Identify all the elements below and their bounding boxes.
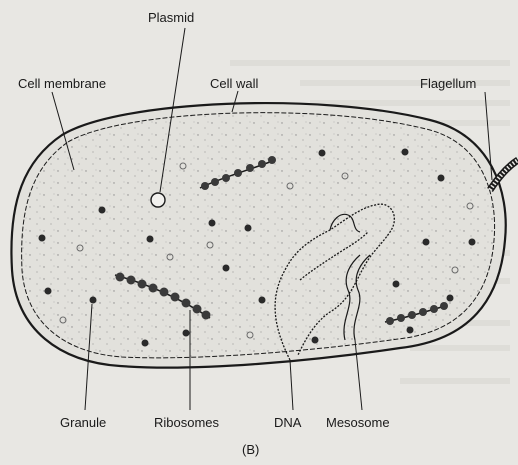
label-cell-wall: Cell wall bbox=[210, 76, 259, 91]
label-cell-membrane: Cell membrane bbox=[18, 76, 106, 91]
panel-label: (B) bbox=[242, 442, 259, 457]
label-mesosome: Mesosome bbox=[326, 415, 390, 430]
label-plasmid: Plasmid bbox=[148, 10, 194, 25]
plasmid bbox=[151, 193, 165, 207]
label-ribosomes: Ribosomes bbox=[154, 415, 220, 430]
cell-membrane bbox=[22, 113, 495, 358]
label-dna: DNA bbox=[274, 415, 302, 430]
label-granule: Granule bbox=[60, 415, 106, 430]
label-flagellum: Flagellum bbox=[420, 76, 476, 91]
